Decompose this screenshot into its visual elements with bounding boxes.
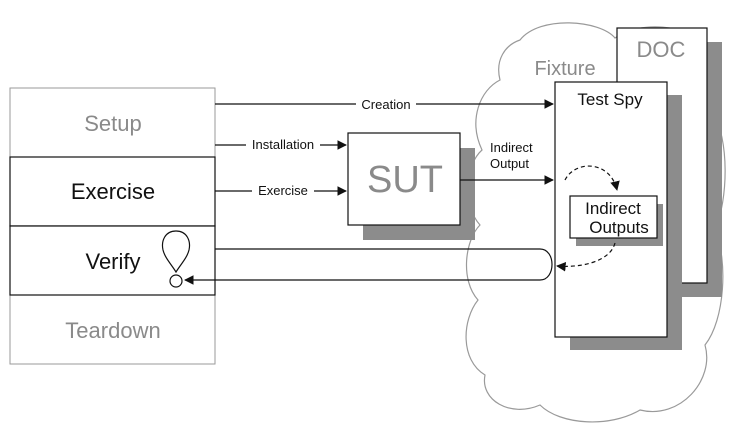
assertion-dot-icon [169, 274, 183, 288]
creation-label-bg [356, 97, 416, 111]
creation-label: Creation [361, 97, 410, 112]
assertion-icon [161, 230, 191, 274]
installation-label: Installation [252, 137, 314, 152]
exercise-arrow-label: Exercise [258, 183, 308, 198]
indirect-outputs-box [569, 195, 658, 239]
exercise-arrow-label-bg [252, 184, 314, 198]
indirect-outputs-line1: Indirect [585, 199, 641, 218]
dashed-arrow-to-verify-link [556, 242, 616, 272]
indirect-outputs-line2: Outputs [589, 218, 649, 237]
teardown-label: Teardown [65, 318, 160, 343]
sut-box [347, 132, 461, 226]
indirect-output-label-line2: Output [490, 156, 529, 171]
doc-label: DOC [637, 37, 686, 62]
exercise-box [9, 156, 216, 227]
setup-label: Setup [84, 111, 142, 136]
verify-label: Verify [85, 249, 140, 274]
test-spy-label: Test Spy [577, 90, 643, 109]
installation-label-bg [246, 138, 320, 152]
sut-label: SUT [367, 159, 443, 201]
indirect-output-label-line1: Indirect [490, 140, 533, 155]
teardown-box [9, 294, 216, 365]
fixture-label: Fixture [534, 58, 595, 80]
exercise-label: Exercise [71, 179, 155, 204]
verify-retrieval-arrow [184, 248, 553, 285]
